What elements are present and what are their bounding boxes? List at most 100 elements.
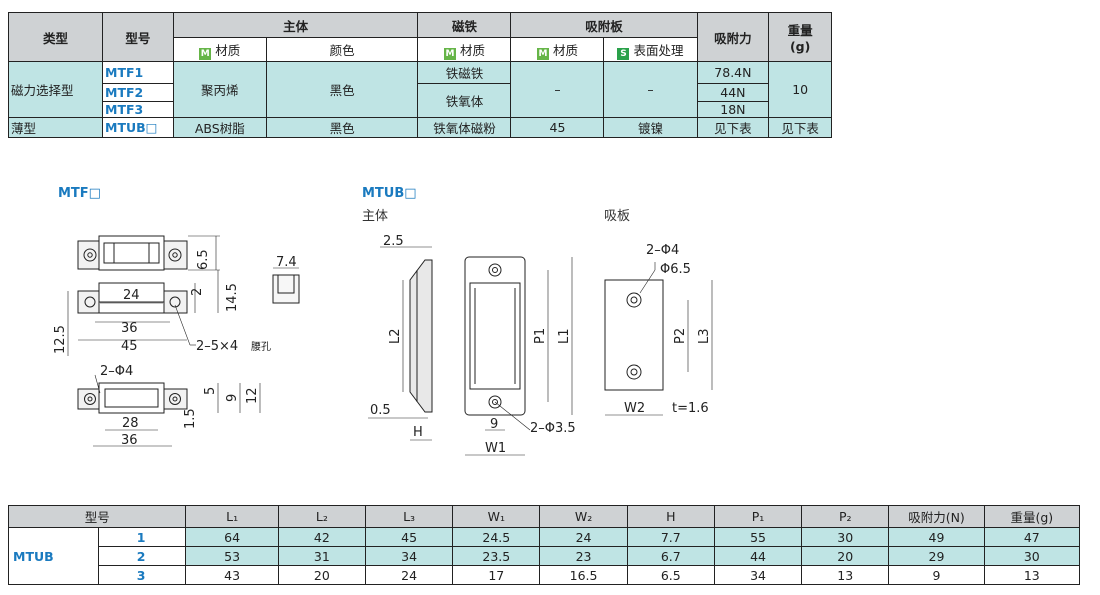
col-weight: 重量(g) [983,505,1081,528]
dim-mtf-2: 2 [190,288,205,296]
dim-mtf-24: 24 [123,288,140,303]
model-mtf3: MTF3 [102,101,174,118]
dim-mtub-hole: 2–Φ3.5 [530,421,576,436]
dim-mtf-slot: 2–5×4 [196,339,238,354]
dim-mtf-6-5: 6.5 [196,249,211,270]
type-thin: 薄型 [7,117,104,138]
surface-mark-icon: S [617,47,630,60]
header-magnet: 磁铁 [417,12,512,38]
header-body-color: 颜色 [265,37,419,62]
table-row: 2 53 31 34 23.5 23 6.7 44 20 29 30 [9,546,1081,566]
mtub-plate-label: 吸板 [604,209,631,224]
cell-w2: 16.5 [539,565,628,585]
dim-mtf-1-5: 1.5 [183,408,198,429]
dim-mtf-36: 36 [121,321,138,336]
weight-mtub: 见下表 [768,117,832,138]
force-mtub: 见下表 [696,117,770,138]
dim-mtf-9: 9 [225,394,240,402]
cell-l3: 45 [364,527,454,547]
plate-surface-nickel: 镀镍 [603,117,698,138]
cell-force: 29 [888,546,985,566]
col-w1: W₁ [452,505,541,528]
cell-w1: 17 [452,565,541,585]
cell-w2: 24 [539,527,628,547]
force-mtf1: 78.4N [696,61,770,84]
magnet-ferrite-powder: 铁氧体磁粉 [417,117,512,138]
size-table: 型号 L₁ L₂ L₃ W₁ W₂ H P₁ P₂ 吸附力(N) 重量(g) M… [7,505,1081,585]
mtub-body-label: 主体 [362,209,389,224]
dim-mtf-12: 12 [245,387,260,404]
dim-plate-p2: P2 [673,328,688,344]
cell-l1: 53 [185,546,279,566]
body-color-black: 黑色 [265,61,419,118]
material-mark-icon: M [443,47,456,60]
cell-weight: 47 [983,527,1081,547]
cell-l3: 24 [364,565,454,585]
cell-l3: 34 [364,546,454,566]
mtf-section-title: MTF□ [58,186,101,201]
dim-mtf-hole: 2–Φ4 [100,364,133,379]
material-mark-icon: M [199,47,212,60]
dim-mtf-12-5: 12.5 [53,325,68,354]
dim-mtf-5: 5 [203,387,218,395]
dim-mtub-w1: W1 [485,441,506,456]
dim-plate-l3: L3 [697,328,712,344]
header-plate: 吸附板 [510,12,698,38]
mtub-plate-view [604,262,713,416]
cell-l1: 64 [185,527,279,547]
mtf-end-view [272,267,300,304]
cell-p1: 44 [713,546,803,566]
cell-weight: 13 [983,565,1081,585]
cell-p2: 20 [801,546,890,566]
header-type: 类型 [7,12,104,62]
mtf-side-view [67,270,219,356]
dim-mtub-9: 9 [490,417,498,432]
model-mtub: MTUB□ [102,117,174,138]
col-h: H [626,505,715,528]
cell-l2: 42 [277,527,366,547]
cell-p1: 55 [713,527,803,547]
dimension-labels: 6.5 7.4 24 2 14.5 36 45 12.5 2–5×4 腰孔 2–… [53,234,712,456]
dim-mtub-h: H [413,425,423,440]
size-table-header: 型号 L₁ L₂ L₃ W₁ W₂ H P₁ P₂ 吸附力(N) 重量(g) [7,505,1081,528]
dim-mtf-28: 28 [122,416,139,431]
cell-w2: 23 [539,546,628,566]
dim-plate-thickness: t=1.6 [672,401,709,416]
mtub-body-front-view [464,256,573,456]
col-l2: L₂ [277,505,366,528]
body-material-pp: 聚丙烯 [172,61,267,118]
body-material-abs: ABS树脂 [172,117,267,138]
dim-mtub-2-5: 2.5 [383,234,404,249]
body-color-black-2: 黑色 [265,117,419,138]
dim-plate-w2: W2 [624,401,645,416]
row-index: 2 [98,546,187,566]
row-index: 1 [98,527,187,547]
col-l1: L₁ [185,505,279,528]
type-magnetic-select: 磁力选择型 [7,61,104,118]
cell-l2: 31 [277,546,366,566]
header-weight-unit: (g) [789,39,811,54]
col-l3: L₃ [364,505,454,528]
cell-l2: 20 [277,565,366,585]
dim-mtub-l1: L1 [557,328,572,344]
cell-h: 6.7 [626,546,715,566]
cell-weight: 30 [983,546,1081,566]
dim-plate-counterbore: Φ6.5 [660,262,691,277]
plate-material-none: – [510,61,605,118]
dim-mtf-14-5: 14.5 [225,283,240,312]
cell-p2: 30 [801,527,890,547]
group-mtub: MTUB [7,527,100,585]
dim-plate-hole: 2–Φ4 [646,243,679,258]
cell-p2: 13 [801,565,890,585]
cell-p1: 34 [713,565,803,585]
mtub-body-side-view [368,246,433,441]
dim-mtub-0-5: 0.5 [370,403,391,418]
header-weight-label: 重量 [787,23,813,38]
cell-w1: 24.5 [452,527,541,547]
weight-mtf: 10 [768,61,832,118]
